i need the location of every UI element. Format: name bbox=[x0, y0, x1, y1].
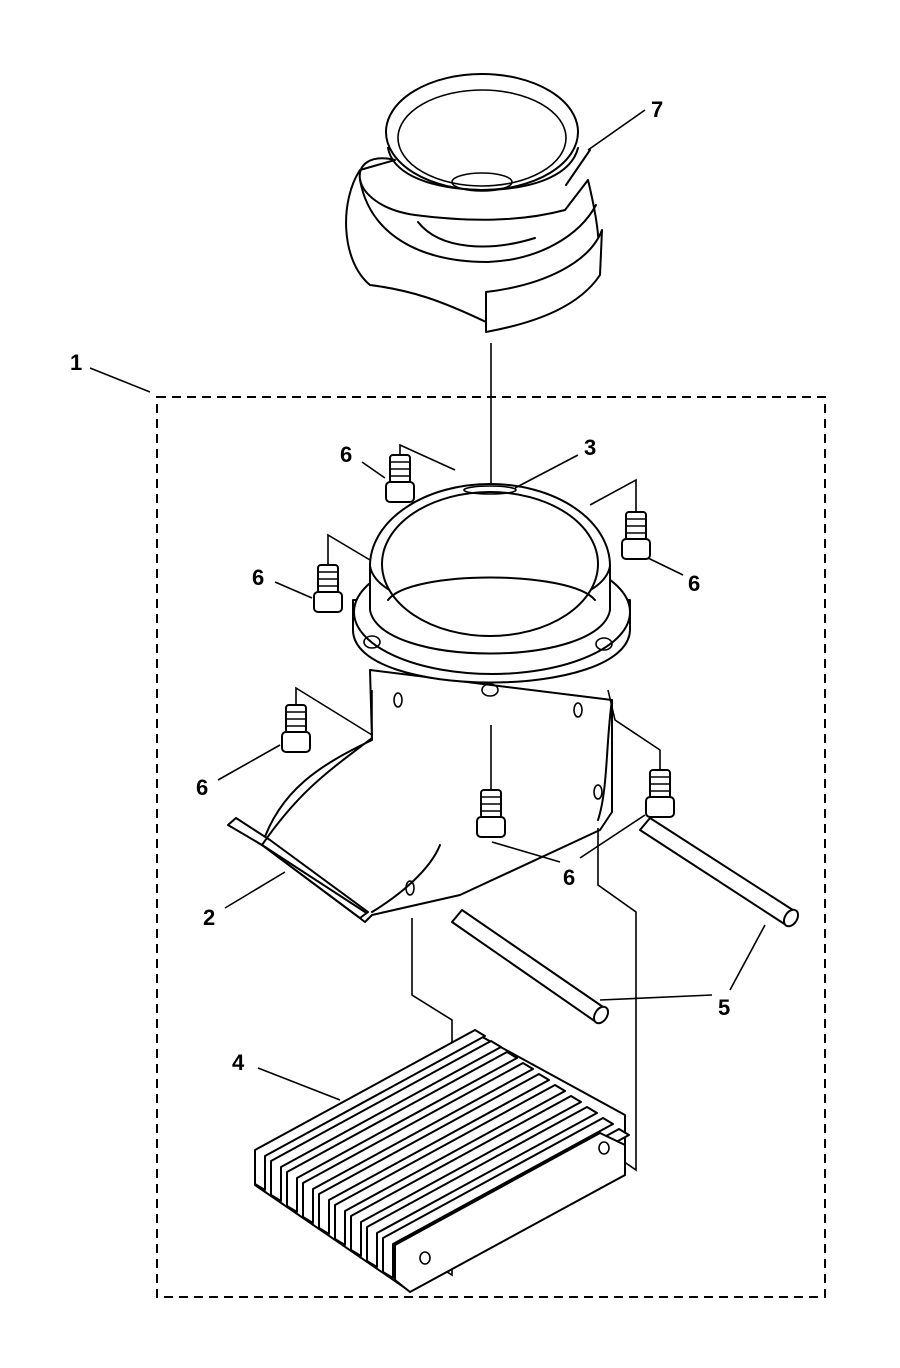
callout-label-6-b: 6 bbox=[688, 571, 700, 596]
screw-lower-right bbox=[607, 689, 675, 818]
grate-fin bbox=[270, 1040, 502, 1202]
callout-7: 7 bbox=[587, 97, 663, 151]
callout-label-6-d: 6 bbox=[196, 775, 208, 800]
callout-6-c: 6 bbox=[252, 565, 313, 599]
grate-fin bbox=[334, 1084, 566, 1246]
grate-fin bbox=[318, 1073, 550, 1235]
screw-lower-left bbox=[281, 686, 373, 753]
callout-6-a: 6 bbox=[340, 442, 386, 479]
callout-label-7: 7 bbox=[651, 97, 663, 122]
callout-4: 4 bbox=[232, 1050, 341, 1101]
spiral-chute-part bbox=[345, 73, 603, 333]
callout-label-5: 5 bbox=[718, 995, 730, 1020]
callout-label-2: 2 bbox=[203, 905, 215, 930]
grate-part bbox=[254, 1029, 630, 1293]
grate-fin bbox=[286, 1051, 518, 1213]
callout-1: 1 bbox=[70, 350, 151, 393]
callout-label-6-e: 6 bbox=[563, 865, 575, 890]
callout-5: 5 bbox=[599, 924, 766, 1020]
hopper-body-part bbox=[227, 483, 631, 923]
grate-fin bbox=[366, 1106, 598, 1268]
grate-fin bbox=[254, 1029, 486, 1191]
callout-label-3: 3 bbox=[584, 435, 596, 460]
callout-3: 3 bbox=[514, 435, 596, 489]
screw-lower-center bbox=[476, 725, 506, 838]
callout-6-b: 6 bbox=[647, 557, 700, 596]
screw-upper-left bbox=[385, 443, 456, 503]
callout-label-6-a: 6 bbox=[340, 442, 352, 467]
callout-label-6-c: 6 bbox=[252, 565, 264, 590]
pin-right bbox=[639, 817, 800, 928]
pin-center bbox=[451, 909, 610, 1025]
screw-mid-left bbox=[313, 533, 371, 613]
callout-label-4: 4 bbox=[232, 1050, 245, 1075]
callout-label-1: 1 bbox=[70, 350, 82, 375]
screw-upper-right bbox=[589, 478, 651, 560]
grate-fin bbox=[302, 1062, 534, 1224]
grate-fin bbox=[382, 1117, 614, 1279]
callout-2: 2 bbox=[203, 871, 286, 930]
grate-fin bbox=[350, 1095, 582, 1257]
callout-6-e: 6 bbox=[491, 814, 646, 890]
callout-6-d: 6 bbox=[196, 744, 281, 800]
